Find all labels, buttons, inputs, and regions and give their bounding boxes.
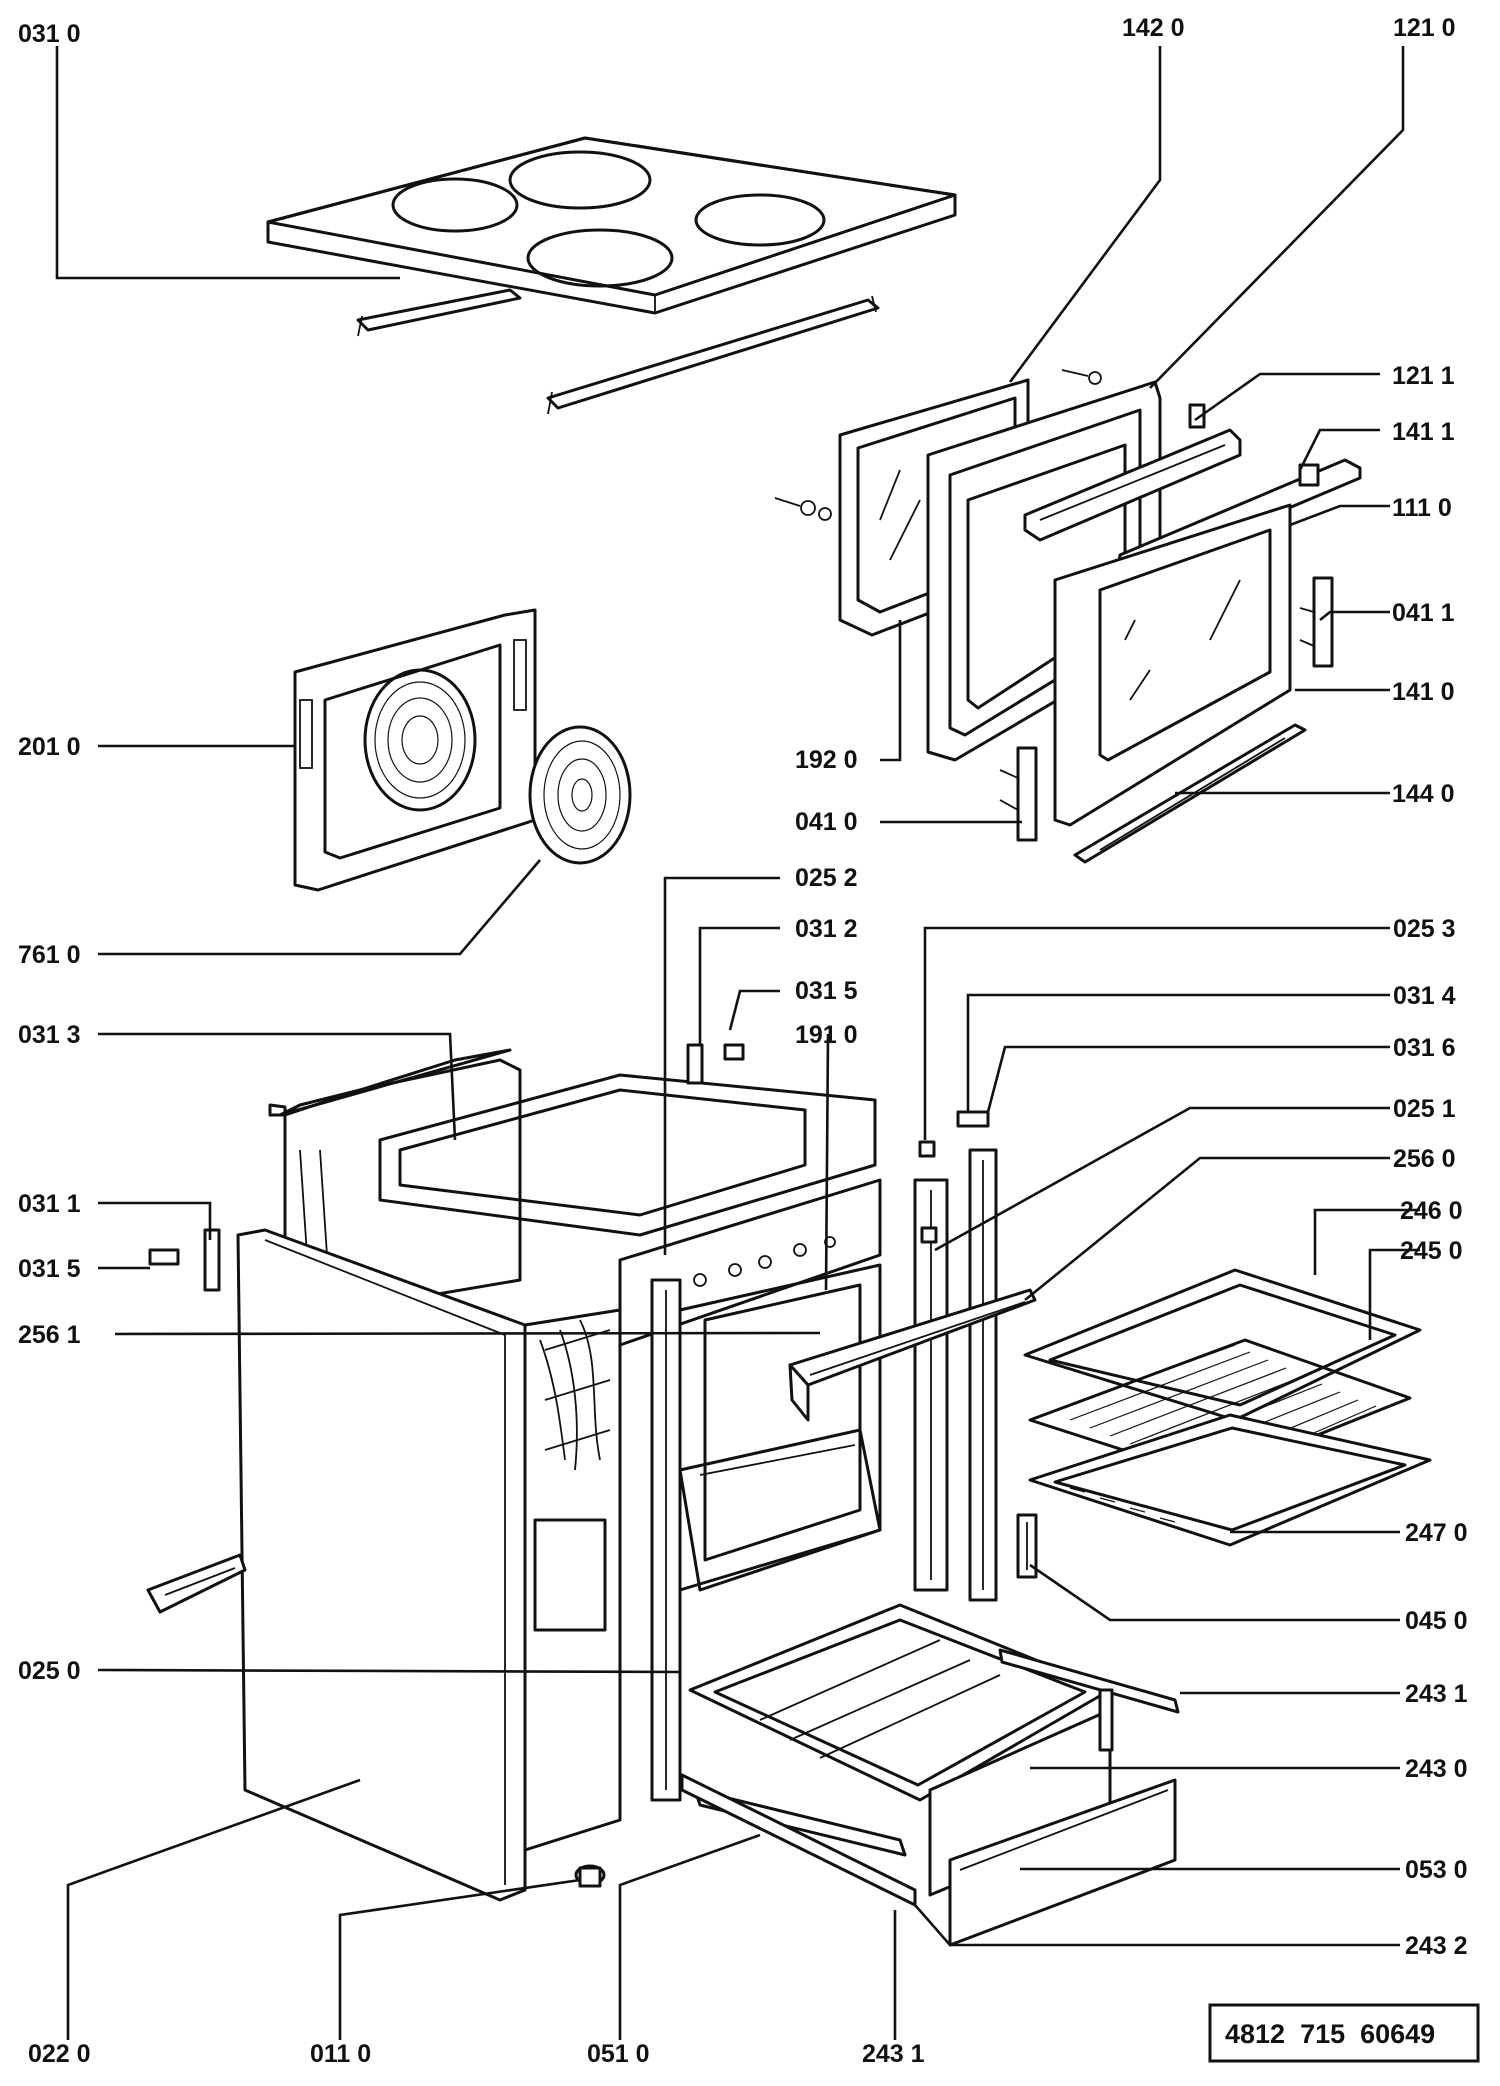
label-031-5-top: 031 5 [795,977,858,1005]
rear-panel-fan-cover [293,608,537,892]
fixing-brackets [148,1043,990,1292]
label-011-0: 011 0 [310,2040,371,2068]
label-243-1-bottom: 243 1 [862,2040,925,2068]
label-025-2: 025 2 [795,864,858,892]
drawer-front [928,1708,1177,1947]
shelf-support-rail [788,1288,1037,1422]
label-245-0: 245 0 [1400,1237,1463,1265]
label-031-4: 031 4 [1393,982,1456,1010]
leader-lines [55,46,1420,2040]
label-031-1: 031 1 [18,1190,81,1218]
label-121-0: 121 0 [1393,14,1456,42]
label-121-1: 121 1 [1392,362,1455,390]
label-053-0: 053 0 [1405,1856,1468,1884]
label-025-1: 025 1 [1393,1095,1456,1123]
label-201-0: 201 0 [18,733,81,761]
label-192-0: 192 0 [795,746,858,774]
label-031-3: 031 3 [18,1021,81,1049]
label-031-0: 031 0 [18,20,81,48]
label-243-1-right: 243 1 [1405,1680,1468,1708]
ceramic-hob-top [266,136,957,315]
cavity-frame-left [650,1278,682,1802]
cavity-frame-right [913,1178,949,1592]
label-243-2: 243 2 [1405,1932,1468,1960]
label-051-0: 051 0 [587,2040,650,2068]
label-031-5-left: 031 5 [18,1255,81,1283]
label-141-0: 141 0 [1392,678,1455,706]
foot-leveller [574,1864,606,1888]
drip-tray [1023,1268,1422,1422]
label-256-0: 256 0 [1393,1145,1456,1173]
label-247-0: 247 0 [1405,1519,1468,1547]
part-number-text: 4812 715 60649 [1225,2019,1435,2049]
label-761-0: 761 0 [18,941,81,969]
door-handle-bracket [1023,403,1242,542]
label-025-3: 025 3 [1393,915,1456,943]
shelf-guide [1016,1513,1038,1579]
label-191-0: 191 0 [795,1021,858,1049]
label-031-6: 031 6 [1393,1034,1456,1062]
cabinet-inner-left [523,1308,622,1852]
label-246-0: 246 0 [1400,1197,1463,1225]
label-025-0: 025 0 [18,1657,81,1685]
label-243-0: 243 0 [1405,1755,1468,1783]
cabinet-rear-top [268,1048,877,1237]
drawer-runner-left [680,1773,917,1907]
cabinet-front-right-post [968,1148,998,1602]
label-041-1: 041 1 [1392,599,1455,627]
label-111-0: 111 0 [1392,494,1452,522]
hob-support-rails [356,288,880,415]
cabinet-side-panel [236,1228,527,1902]
label-041-0: 041 0 [795,808,858,836]
label-045-0: 045 0 [1405,1607,1468,1635]
door-hinge-right [1299,576,1334,668]
door-outer-glass [1053,503,1292,827]
door-hinge-left [999,746,1038,842]
label-022-0: 022 0 [28,2040,91,2068]
label-031-2: 031 2 [795,915,858,943]
door-screws [774,369,1102,521]
part-number-box: 4812 715 60649 [1208,2003,1480,2063]
label-256-1: 256 1 [18,1321,81,1349]
drawer-runner-right [998,1648,1180,1752]
label-144-0: 144 0 [1392,780,1455,808]
callout-labels: 031 0 142 0 121 0 121 1 141 1 111 0 041 … [18,14,1468,2068]
fan-element [528,725,632,865]
cabinet-base-plinth [146,1553,247,1614]
label-142-0: 142 0 [1122,14,1185,42]
label-141-1: 141 1 [1392,418,1455,446]
baking-tray [1028,1413,1432,1547]
